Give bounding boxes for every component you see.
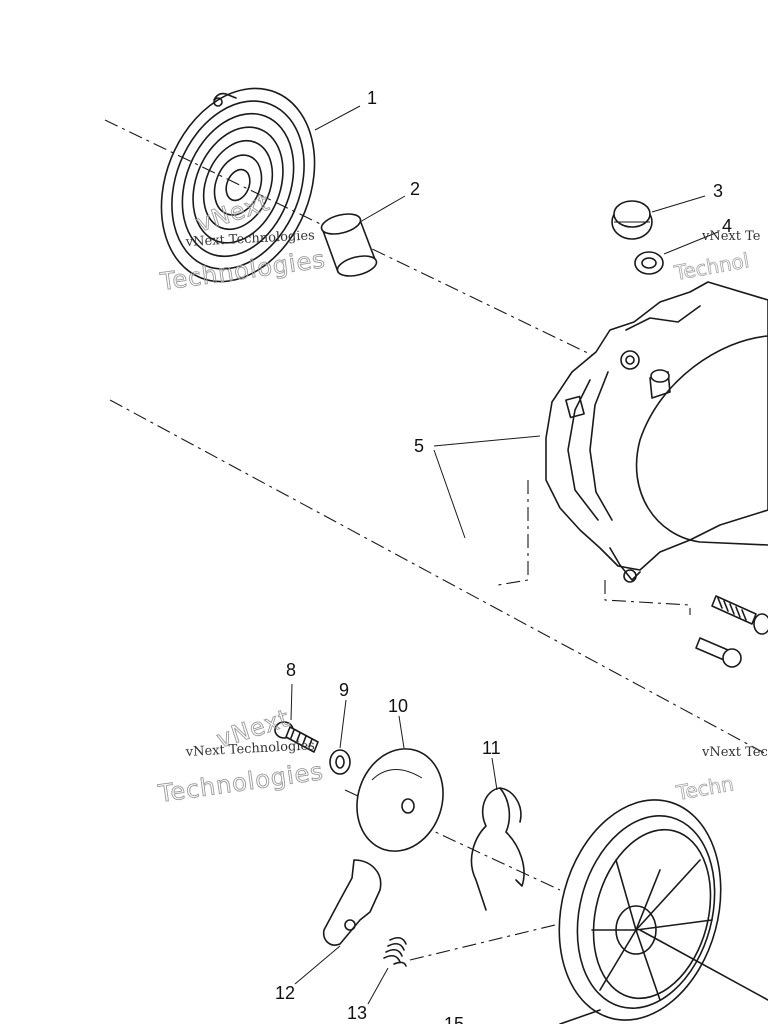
housing-bolts (695, 595, 768, 668)
callout-10: 10 (388, 696, 408, 716)
callout-1: 1 (367, 88, 377, 108)
callout-2: 2 (410, 179, 420, 199)
plug-part (611, 200, 653, 240)
callout-3: 3 (713, 181, 723, 201)
pawl-spring-part (383, 936, 407, 967)
callout-13: 13 (347, 1003, 367, 1023)
callout-4: 4 (722, 216, 732, 236)
screw-part (274, 721, 319, 753)
watermark-text-lower-right: vNext Tec (701, 745, 768, 760)
callout-15: 15 (444, 1014, 464, 1024)
watermark-tech-lower: Technologies (156, 757, 325, 808)
watermark-text-lower: vNext Technologies (184, 738, 315, 760)
rope-pulley-part (558, 799, 768, 1024)
watermark-tech-right: Technol (672, 248, 751, 285)
watermark-lower-left: vNext vNext Technologies Technologies (155, 703, 325, 808)
callout-8: 8 (286, 660, 296, 680)
pawl-part (322, 859, 382, 946)
watermark-tech-lower-right: Techn (674, 771, 736, 805)
lock-washer-part (329, 749, 351, 775)
callout-9: 9 (339, 680, 349, 700)
starter-housing (545, 281, 768, 583)
callout-numbers: 1 2 3 4 5 8 9 10 11 12 13 15 (275, 88, 732, 1024)
friction-plate-part (356, 748, 444, 852)
washer-part (634, 251, 664, 275)
watermark-lower-right: vNext Tec Techn (673, 745, 768, 805)
watermark-upper-right: vNext Te Technol (671, 229, 761, 285)
watermark-text-right: vNext Te (701, 229, 761, 244)
callout-5: 5 (414, 436, 424, 456)
recoil-spring-part (160, 87, 316, 283)
leader-lines (290, 105, 719, 1005)
watermark-upper-left: vNext vNext Technologies Technologies (157, 187, 327, 296)
callout-12: 12 (275, 983, 295, 1003)
callout-11: 11 (482, 738, 501, 758)
spring-clip-part (470, 787, 525, 911)
bushing-part (320, 213, 378, 277)
watermark-text: vNext Technologies (184, 228, 315, 250)
